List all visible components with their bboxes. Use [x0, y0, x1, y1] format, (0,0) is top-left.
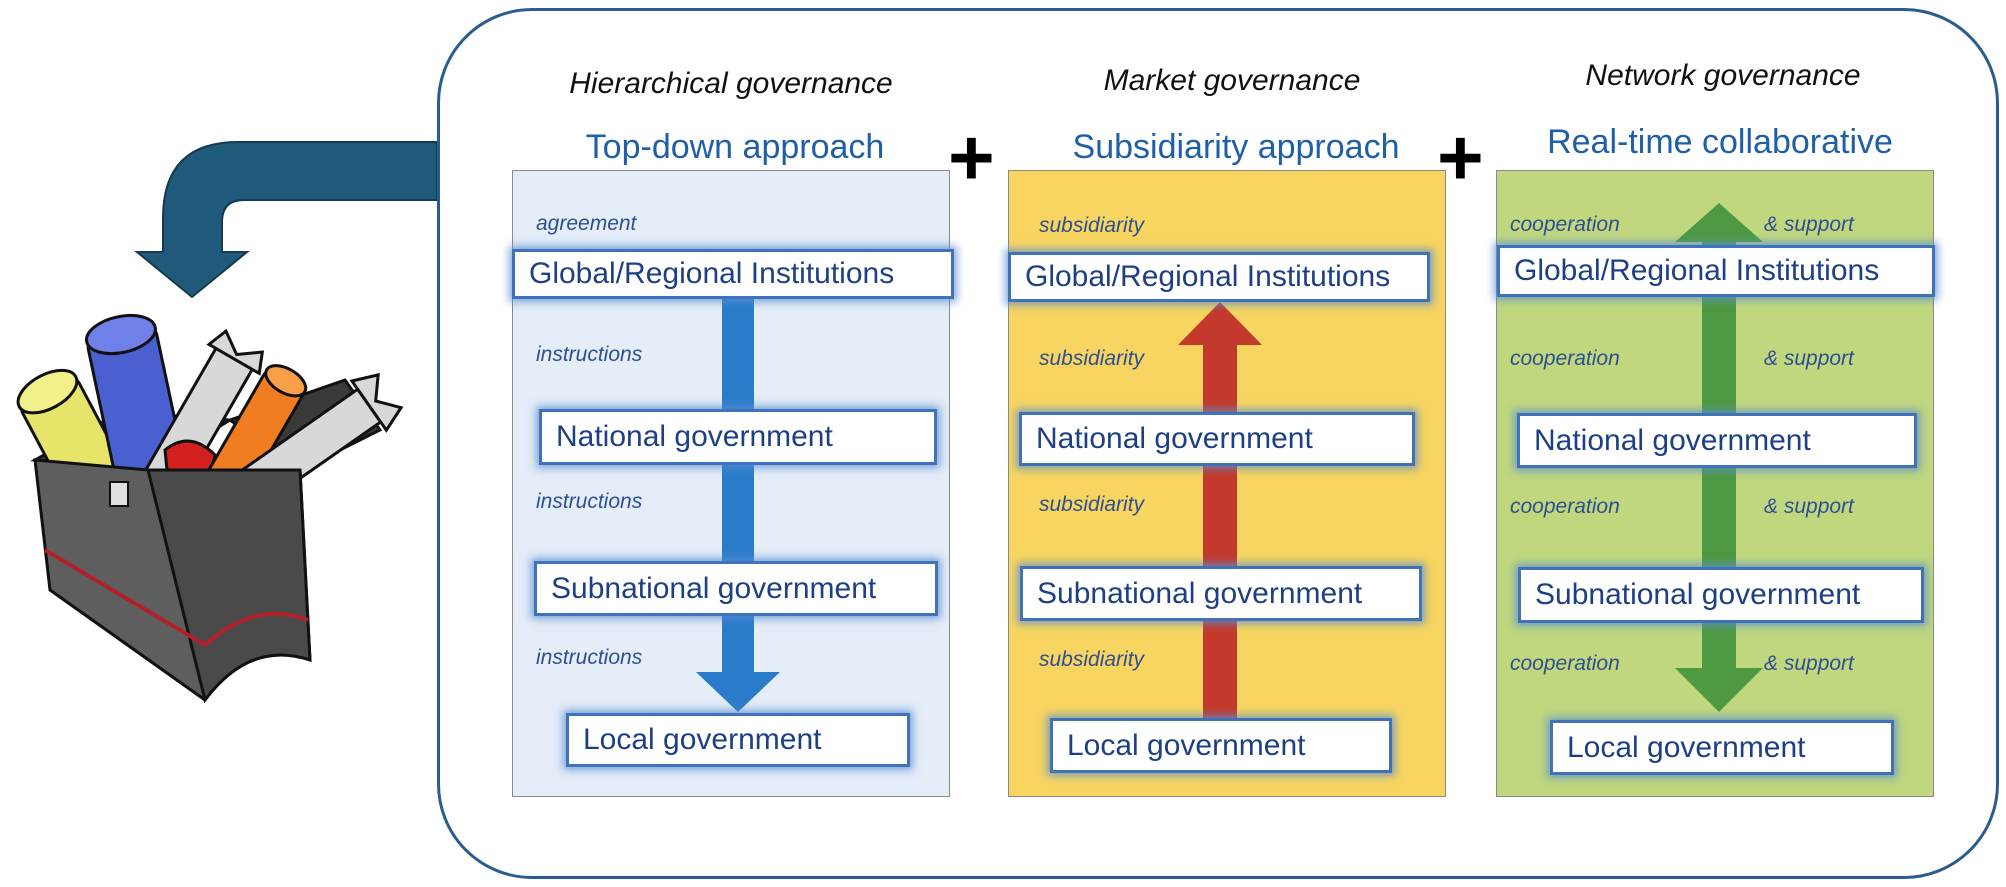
label-subsidiarity-3: subsidiarity — [1039, 493, 1145, 516]
label-subsidiarity-2: subsidiarity — [1039, 347, 1145, 370]
label-agreement: agreement — [536, 212, 637, 235]
label-support-4: & support — [1764, 652, 1854, 675]
hier-subnational: Subnational government — [534, 561, 938, 616]
approach-subsidiarity: Subsidiarity approach — [1072, 128, 1400, 166]
network-local: Local government — [1550, 720, 1894, 775]
hier-local: Local government — [566, 713, 910, 767]
plus-sign-1: + — [948, 113, 995, 202]
heading-market: Market governance — [1103, 64, 1361, 97]
label-cooperation-3: cooperation — [1510, 495, 1620, 518]
label-cooperation-4: cooperation — [1510, 652, 1620, 675]
curved-arrow-icon — [134, 141, 438, 299]
market-national: National government — [1019, 412, 1415, 466]
market-subnational: Subnational government — [1020, 566, 1422, 621]
label-cooperation-1: cooperation — [1510, 213, 1620, 236]
approach-collaborative: Real-time collaborative — [1547, 123, 1893, 161]
label-instructions-1: instructions — [536, 343, 643, 366]
hier-global-regional: Global/Regional Institutions — [512, 249, 954, 299]
label-support-3: & support — [1764, 495, 1854, 518]
heading-hierarchical: Hierarchical governance — [569, 67, 893, 100]
toolbox-icon — [16, 313, 404, 704]
label-support-1: & support — [1764, 213, 1854, 236]
down-arrow-icon — [696, 290, 780, 712]
diagram-frame — [437, 8, 1999, 879]
approach-top-down: Top-down approach — [585, 128, 885, 166]
network-global-regional: Global/Regional Institutions — [1497, 245, 1935, 297]
label-subsidiarity-1: subsidiarity — [1039, 214, 1145, 237]
market-local: Local government — [1050, 718, 1392, 773]
network-national: National government — [1517, 413, 1917, 468]
heading-network: Network governance — [1585, 59, 1861, 92]
network-subnational: Subnational government — [1518, 567, 1924, 623]
label-instructions-2: instructions — [536, 490, 643, 513]
up-arrow-icon — [1178, 302, 1262, 722]
label-cooperation-2: cooperation — [1510, 347, 1620, 370]
label-subsidiarity-4: subsidiarity — [1039, 648, 1145, 671]
market-global-regional: Global/Regional Institutions — [1008, 252, 1430, 302]
label-support-2: & support — [1764, 347, 1854, 370]
hier-national: National government — [539, 409, 937, 465]
label-instructions-3: instructions — [536, 646, 643, 669]
